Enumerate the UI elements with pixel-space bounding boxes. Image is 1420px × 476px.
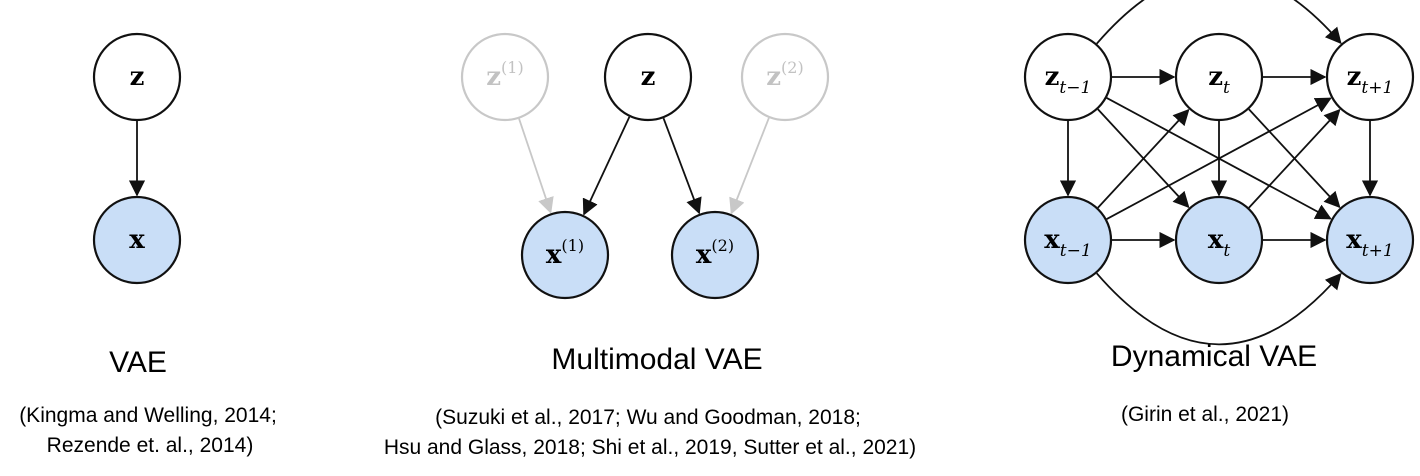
node-circle (1023, 32, 1113, 122)
node-label-subscript: t (1223, 78, 1230, 98)
node-label-base: x (129, 225, 145, 255)
node-label-base: z (766, 62, 781, 92)
node-dv_x0: xt−1 (1023, 195, 1113, 285)
node-label: x (129, 225, 145, 255)
node-label-base: z (1347, 62, 1362, 92)
node-label-base: z (1045, 62, 1060, 92)
node-circle (520, 210, 610, 300)
node-mm_z: z (603, 32, 693, 122)
citation-dynamical-line-1: (Girin et al., 2021) (1121, 403, 1289, 426)
node-dv_x1: xt (1174, 195, 1264, 285)
node-dv_z2: zt+1 (1325, 32, 1415, 122)
node-circle (92, 32, 182, 122)
panel-title-vae: VAE (109, 346, 167, 379)
citation-vae-line-2: Rezende et. al., 2014) (47, 434, 254, 457)
node-mm_z1: z(1) (460, 32, 550, 122)
node-label-base: x (1044, 225, 1060, 255)
node-label: xt−1 (1044, 225, 1091, 261)
node-label-base: z (641, 62, 656, 92)
node-label-base: z (486, 62, 501, 92)
node-circle (92, 195, 182, 285)
node-label: zt−1 (1045, 62, 1092, 98)
edge-mm_z2-to-mm_x2 (729, 117, 770, 215)
node-circle (1174, 32, 1264, 122)
node-label-base: z (130, 62, 145, 92)
node-label-superscript: (1) (561, 236, 584, 255)
edge-mm_z-to-mm_x1 (582, 116, 631, 216)
edge-dv_x0-to-dv_z1 (1097, 108, 1190, 209)
node-vae_z: z (92, 32, 182, 122)
node-circle (460, 32, 550, 122)
node-label: xt (1208, 225, 1231, 261)
node-label: zt (1208, 62, 1230, 98)
node-label: x(2) (696, 236, 734, 270)
node-label-base: z (1208, 62, 1223, 92)
edge-mm_z-to-mm_x2 (662, 117, 702, 215)
node-label: zt+1 (1347, 62, 1394, 98)
node-label-base: x (696, 240, 712, 270)
node-label-base: x (1346, 225, 1362, 255)
node-label: xt+1 (1346, 225, 1393, 261)
node-label: z(1) (486, 58, 523, 92)
panel-title-dynamical-vae: Dynamical VAE (1111, 340, 1317, 373)
node-dv_z0: zt−1 (1023, 32, 1113, 122)
node-label: z (130, 62, 145, 92)
node-label: z (641, 62, 656, 92)
node-label: z(2) (766, 58, 803, 92)
node-circle (1325, 32, 1415, 122)
node-circle (670, 210, 760, 300)
citation-multimodal-line-1: (Suzuki et al., 2017; Wu and Goodman, 20… (435, 406, 861, 429)
node-mm_x1: x(1) (520, 210, 610, 300)
panel-title-multimodal-vae: Multimodal VAE (551, 343, 762, 376)
node-mm_x2: x(2) (670, 210, 760, 300)
node-label-base: x (546, 240, 562, 270)
node-circle (603, 32, 693, 122)
node-label: x(1) (546, 236, 584, 270)
node-label-subscript: t+1 (1361, 78, 1393, 98)
citation-multimodal-line-2: Hsu and Glass, 2018; Shi et al., 2019, S… (384, 436, 916, 459)
node-vae_x: x (92, 195, 182, 285)
node-label-base: x (1208, 225, 1224, 255)
node-circle (1325, 195, 1415, 285)
node-dv_x2: xt+1 (1325, 195, 1415, 285)
node-mm_z2: z(2) (740, 32, 830, 122)
node-circle (1023, 195, 1113, 285)
edge-mm_z1-to-mm_x1 (518, 118, 554, 214)
node-label-subscript: t+1 (1362, 241, 1394, 261)
node-label-subscript: t−1 (1059, 78, 1091, 98)
node-circle (1174, 195, 1264, 285)
edge-dv_x1-to-dv_z2 (1248, 108, 1341, 209)
edges-layer (128, 0, 1379, 346)
node-label-superscript: (2) (711, 236, 734, 255)
edge-dv_x0-to-dv_x2 (1096, 272, 1342, 346)
node-label-superscript: (1) (501, 58, 524, 77)
node-label-superscript: (2) (781, 58, 804, 77)
edge-dv_x0-to-dv_z2 (1106, 97, 1332, 220)
edge-dv_z0-to-dv_z2 (1096, 0, 1342, 45)
node-label-subscript: t (1223, 241, 1230, 261)
node-circle (740, 32, 830, 122)
citation-vae-line-1: (Kingma and Welling, 2014; (19, 404, 277, 427)
node-dv_z1: zt (1174, 32, 1264, 122)
node-label-subscript: t−1 (1060, 241, 1092, 261)
